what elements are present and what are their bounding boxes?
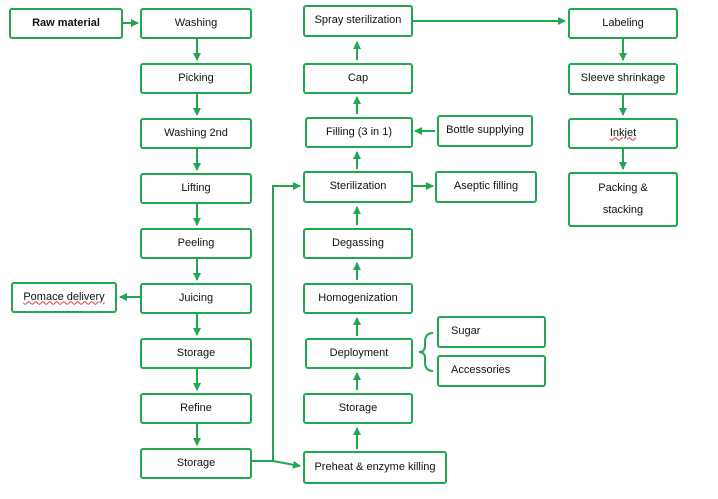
step-sugar: Sugar: [437, 316, 546, 348]
step-label: Sterilization: [329, 180, 387, 193]
step-label: Storage: [338, 401, 378, 414]
step-picking: Picking: [140, 63, 252, 94]
step-label: Storage: [176, 456, 216, 469]
step-labeling: Labeling: [568, 8, 678, 39]
step-label: Filling (3 in 1): [325, 125, 393, 138]
step-label: Homogenization: [318, 291, 398, 304]
step-bottle-supplying: Bottle supplying: [437, 115, 533, 147]
step-degassing: Degassing: [303, 228, 413, 259]
step-spray-sterilization: Spray sterilization: [303, 5, 413, 37]
step-label: Juicing: [178, 291, 214, 304]
step-label: Deployment: [329, 346, 389, 359]
step-label: Sleeve shrinkage: [580, 72, 666, 85]
step-sterilization: Sterilization: [303, 171, 413, 203]
step-preheat-enzyme-killing: Preheat & enzyme killing: [303, 451, 447, 484]
step-washing: Washing: [140, 8, 252, 39]
step-peeling: Peeling: [140, 228, 252, 259]
step-label: Degassing: [332, 236, 384, 249]
step-label: Aseptic filling: [453, 180, 519, 193]
step-packing-stacking: Packing & stacking: [568, 172, 678, 227]
step-label: Pomace delivery: [23, 290, 105, 303]
step-juicing: Juicing: [140, 283, 252, 314]
step-label: Sugar: [451, 325, 481, 338]
step-label: Cap: [347, 71, 369, 84]
step-label: Washing: [174, 16, 218, 29]
step-label: Peeling: [177, 236, 215, 249]
step-refine: Refine: [140, 393, 252, 424]
step-accessories: Accessories: [437, 355, 546, 387]
step-washing-2nd: Washing 2nd: [140, 118, 252, 149]
arrow-storage2-to-sterilization: [252, 182, 301, 462]
step-label: Picking: [178, 71, 214, 84]
bracket-deployment-ingredients: [418, 332, 434, 372]
step-filling: Filling (3 in 1): [305, 117, 413, 148]
step-label: Storage: [176, 346, 216, 359]
step-deployment: Deployment: [305, 338, 413, 369]
step-sleeve-shrinkage: Sleeve shrinkage: [568, 63, 678, 95]
step-pomace-delivery: Pomace delivery: [11, 282, 117, 313]
step-label: Washing 2nd: [164, 126, 228, 139]
step-label-line1: Packing &: [598, 181, 648, 194]
step-storage-3: Storage: [303, 393, 413, 424]
step-label: Refine: [180, 401, 212, 414]
step-label: Raw material: [32, 16, 100, 29]
step-cap: Cap: [303, 63, 413, 94]
step-inkjet: Inkjet: [568, 118, 678, 149]
step-raw-material: Raw material: [9, 8, 123, 39]
step-storage-2: Storage: [140, 448, 252, 479]
step-storage-1: Storage: [140, 338, 252, 369]
step-label: Inkjet: [609, 126, 637, 139]
step-label: Spray sterilization: [314, 14, 402, 27]
step-label: Lifting: [181, 181, 211, 194]
step-label: Accessories: [451, 364, 511, 377]
step-aseptic-filling: Aseptic filling: [435, 171, 537, 203]
step-label: Bottle supplying: [446, 124, 524, 137]
arrow-storage2-to-preheat: [272, 460, 301, 469]
step-label: Preheat & enzyme killing: [314, 460, 436, 473]
step-homogenization: Homogenization: [303, 283, 413, 314]
step-label: Labeling: [602, 16, 644, 29]
step-label-line2: stacking: [602, 203, 644, 216]
step-lifting: Lifting: [140, 173, 252, 204]
